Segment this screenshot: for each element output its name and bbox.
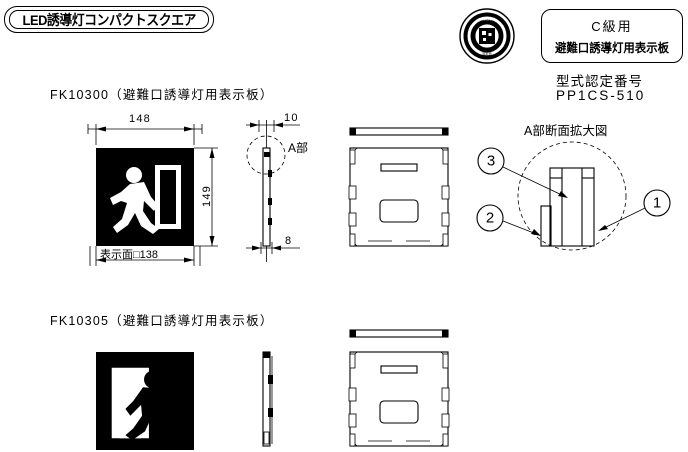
- class-line-2: 避難口誘導灯用表示板: [554, 41, 669, 55]
- balloon-3-number: 3: [487, 153, 495, 170]
- side-thickness-top-dimension: 10: [284, 112, 299, 124]
- class-line-1: C級用: [591, 19, 633, 34]
- certification-number-value: PP1CS-510: [556, 88, 646, 103]
- pictogram-fk10300: [96, 148, 194, 246]
- front-height-dimension: 149: [200, 185, 213, 207]
- title-badge-inner: LED誘導灯コンパクトスクエア: [9, 10, 209, 29]
- svg-text:認定品: 認定品: [482, 51, 492, 56]
- balloon-2-number: 2: [486, 210, 494, 227]
- detail-callout-label: A部: [288, 141, 309, 155]
- detail-view-title: A部断面拡大図: [524, 124, 608, 138]
- title-text: LED誘導灯コンパクトスクエア: [22, 11, 196, 28]
- front-width-dimension: 148: [129, 113, 151, 125]
- certification-seal-icon: 消防庁 認定品: [459, 8, 515, 64]
- model-label-fk10300: FK10300（避難口誘導灯用表示板）: [50, 88, 274, 102]
- certification-number-label: 型式認定番号: [556, 74, 643, 89]
- model-label-fk10305: FK10305（避難口誘導灯用表示板）: [50, 314, 274, 328]
- display-face-dimension: 表示面□138: [100, 249, 158, 261]
- side-thickness-bottom-dimension: 8: [285, 235, 293, 247]
- balloon-1-number: 1: [653, 195, 661, 212]
- title-badge: LED誘導灯コンパクトスクエア: [4, 6, 214, 33]
- svg-text:消防庁: 消防庁: [482, 16, 493, 21]
- class-designation-box: C級用 避難口誘導灯用表示板: [541, 9, 683, 63]
- pictogram-fk10305: [96, 352, 194, 450]
